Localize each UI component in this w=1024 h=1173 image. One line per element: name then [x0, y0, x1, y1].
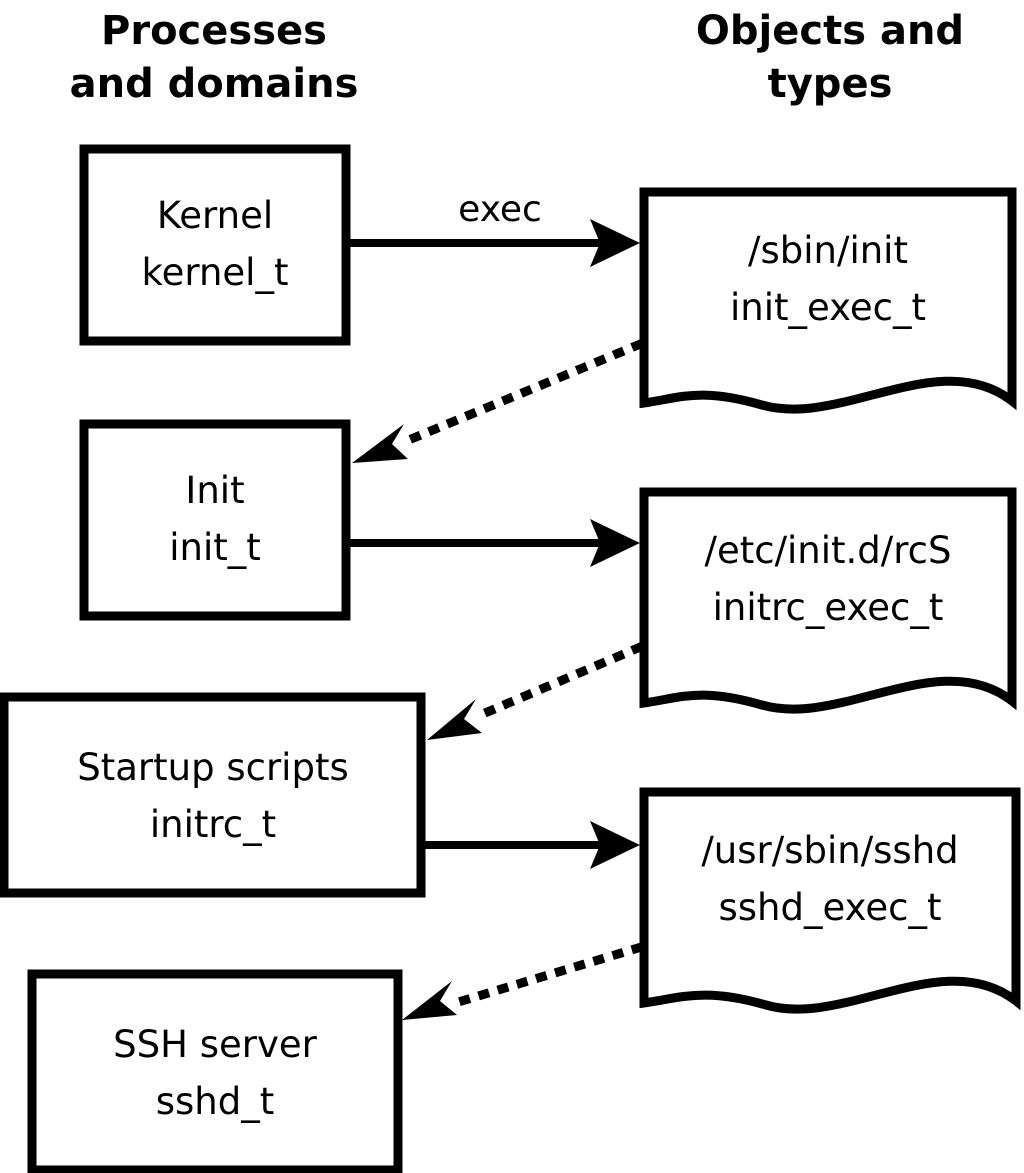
node-init-line2: init_t — [169, 526, 261, 569]
node-initrc_exec-line2: initrc_exec_t — [713, 586, 944, 629]
edge-sshd_exec-transition-sshd — [402, 942, 644, 1020]
column-header-objects: Objects and types — [696, 8, 964, 107]
node-sshd_exec-line1: /usr/sbin/sshd — [701, 829, 958, 872]
column-header-objects-line2: types — [768, 61, 893, 107]
arrow-head-icon — [402, 981, 457, 1020]
node-initrc-box — [0, 692, 426, 898]
node-initrc-line2: initrc_t — [150, 803, 276, 846]
node-init_exec-line2: init_exec_t — [730, 286, 926, 329]
node-kernel[interactable]: Kernel kernel_t — [79, 144, 351, 346]
node-initrc_exec-line1: /etc/init.d/rcS — [704, 529, 951, 572]
column-header-objects-line1: Objects and — [696, 8, 964, 54]
node-init[interactable]: Init init_t — [79, 419, 351, 621]
edge-init_exec-transition-init — [352, 339, 644, 463]
node-sshd-line2: sshd_t — [156, 1080, 275, 1123]
arrow-head-icon — [427, 699, 482, 740]
node-sshd_exec-line2: sshd_exec_t — [719, 886, 942, 929]
column-header-processes-line1: Processes — [101, 8, 327, 54]
node-initrc_exec-document-shape — [639, 487, 1017, 714]
node-initrc[interactable]: Startup scripts initrc_t — [0, 692, 426, 898]
node-kernel-box — [79, 144, 351, 346]
edge-label-exec: exec — [458, 189, 542, 230]
edge-line — [398, 339, 644, 448]
arrow-head-icon — [590, 219, 640, 267]
arrow-head-icon — [352, 424, 408, 463]
edge-kernel-exec-init_exec: exec — [350, 189, 640, 267]
edge-initrc_exec-transition-initrc — [427, 642, 644, 740]
node-sshd_exec[interactable]: /usr/sbin/sshd sshd_exec_t — [639, 787, 1021, 1014]
edge-initrc-exec-sshd_exec — [425, 821, 640, 869]
edge-line — [472, 642, 644, 722]
column-header-processes: Processes and domains — [70, 8, 359, 107]
node-initrc-line1: Startup scripts — [77, 746, 348, 789]
edge-line — [449, 942, 644, 1009]
node-init-box — [79, 419, 351, 621]
node-kernel-line2: kernel_t — [142, 251, 289, 294]
arrow-head-icon — [590, 821, 640, 869]
node-init-line1: Init — [185, 469, 244, 512]
node-sshd_exec-document-shape — [639, 787, 1021, 1014]
node-init_exec[interactable]: /sbin/init init_exec_t — [639, 187, 1017, 414]
node-initrc_exec[interactable]: /etc/init.d/rcS initrc_exec_t — [639, 487, 1017, 714]
node-sshd-line1: SSH server — [113, 1023, 317, 1066]
node-sshd[interactable]: SSH server sshd_t — [27, 969, 403, 1173]
node-kernel-line1: Kernel — [157, 194, 273, 237]
node-init_exec-document-shape — [639, 187, 1017, 414]
arrow-head-icon — [590, 519, 640, 567]
edge-init-exec-initrc_exec — [350, 519, 640, 567]
node-init_exec-line1: /sbin/init — [748, 229, 908, 272]
node-sshd-box — [27, 969, 403, 1173]
column-header-processes-line2: and domains — [70, 61, 359, 107]
